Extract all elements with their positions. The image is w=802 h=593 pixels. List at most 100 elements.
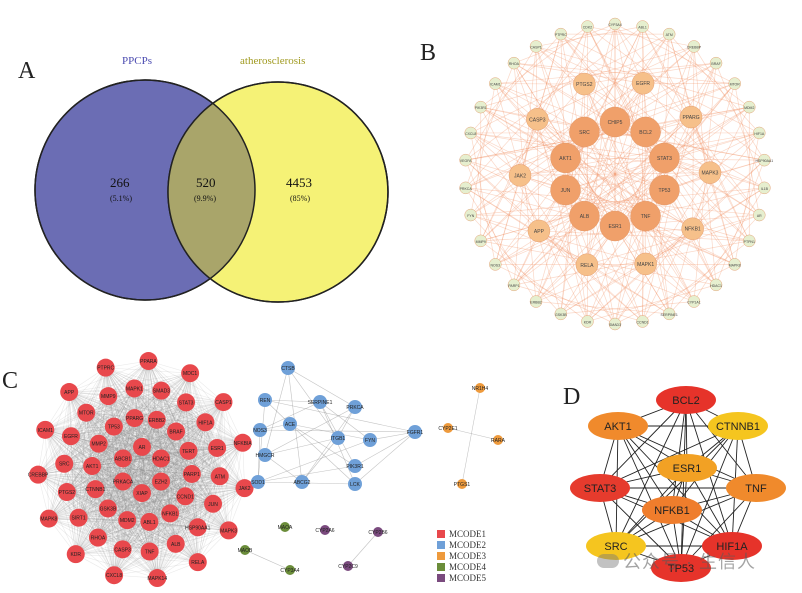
node-c-prkca bbox=[348, 400, 362, 414]
node-c-label: ICAM1 bbox=[38, 428, 54, 434]
node-b-alb bbox=[569, 200, 600, 232]
hub-node-akt1 bbox=[588, 412, 648, 440]
node-c-label: SERPINE1 bbox=[308, 400, 333, 406]
node-b-label: APP bbox=[534, 229, 545, 235]
node-c-label: PRKCA bbox=[346, 405, 364, 411]
node-c-jak2 bbox=[235, 479, 254, 498]
node-c-abcb1 bbox=[113, 449, 132, 468]
node-b-prkca bbox=[459, 181, 472, 195]
panel-label-b: B bbox=[420, 40, 437, 66]
node-c-label: ACE bbox=[285, 422, 296, 428]
node-c-abcg2 bbox=[295, 475, 309, 489]
node-c-braf bbox=[167, 422, 186, 441]
node-b-cyp3a4 bbox=[608, 17, 622, 31]
node-b-fyn bbox=[464, 208, 477, 222]
node-c-label: ABCG2 bbox=[294, 480, 311, 486]
node-b-label: STAT3 bbox=[657, 156, 672, 162]
node-b-tp53 bbox=[649, 174, 680, 206]
node-b-erbb2 bbox=[529, 295, 543, 308]
node-b-parp1 bbox=[507, 278, 521, 292]
node-c-label: PARP1 bbox=[184, 472, 200, 478]
hub-node-label: CTNNB1 bbox=[716, 421, 760, 433]
node-c-hsp90aa1 bbox=[188, 518, 207, 537]
node-c-xiap bbox=[133, 484, 151, 503]
node-b-label: PPARG bbox=[682, 115, 699, 121]
node-c-fgfr1 bbox=[408, 425, 422, 439]
node-c-label: HDAC1 bbox=[153, 456, 170, 462]
node-b-mmp9 bbox=[474, 234, 487, 248]
node-c-label: ATM bbox=[215, 474, 225, 480]
node-c-mapk14 bbox=[148, 569, 167, 588]
node-b-label: MDM2 bbox=[744, 106, 754, 110]
node-c-label: RELA bbox=[191, 560, 205, 566]
node-b-label: JUN bbox=[561, 188, 571, 194]
node-b-pik3r1 bbox=[474, 100, 487, 114]
venn-left-count: 266 bbox=[110, 175, 130, 190]
node-c-label: CTSB bbox=[281, 366, 295, 372]
node-c-ppara bbox=[139, 352, 158, 371]
node-b-smad3 bbox=[608, 317, 622, 331]
hub-node-nfkb1 bbox=[642, 496, 702, 524]
node-b-jun bbox=[550, 174, 581, 206]
node-c-gsk3b bbox=[98, 499, 117, 518]
node-b-casp3 bbox=[526, 108, 549, 131]
node-b-label: ICAM1 bbox=[490, 83, 501, 87]
node-b-hdac1 bbox=[709, 278, 723, 292]
node-b-mtor bbox=[728, 77, 741, 90]
node-c-label: SOD1 bbox=[251, 480, 265, 486]
node-c-app bbox=[60, 383, 79, 402]
node-c-atm bbox=[210, 467, 229, 486]
node-b-label: MTOR bbox=[730, 83, 741, 87]
venn-overlap-count: 520 bbox=[196, 175, 216, 190]
node-b-casp1 bbox=[529, 40, 543, 53]
node-c-cxcl8 bbox=[105, 566, 124, 585]
node-b-label: JAK2 bbox=[514, 173, 526, 179]
node-c-label: TP53 bbox=[108, 425, 120, 431]
node-c-cyp3a4 bbox=[285, 565, 295, 575]
node-b-ptgs2 bbox=[573, 72, 596, 96]
node-b-bcl2 bbox=[630, 116, 661, 148]
node-b-label: TNF bbox=[641, 214, 651, 220]
node-c-label: KDR bbox=[70, 552, 81, 558]
node-c-ar bbox=[133, 437, 151, 456]
node-c-abl1 bbox=[140, 512, 159, 531]
node-c-jun bbox=[204, 494, 223, 513]
node-c-label: PRKACA bbox=[113, 480, 134, 486]
node-b-label: NOS3 bbox=[491, 263, 501, 267]
node-b-hif1a bbox=[753, 126, 766, 140]
node-b-label: MAPK8 bbox=[729, 263, 741, 267]
node-b-cxcl8 bbox=[464, 126, 477, 140]
node-c-label: GSK3B bbox=[100, 506, 117, 512]
node-c-label: ITGB1 bbox=[331, 436, 346, 442]
node-c-label: CCND1 bbox=[177, 494, 194, 500]
node-c-label: CYP2E1 bbox=[438, 426, 457, 432]
node-c-label: FGFR1 bbox=[407, 430, 424, 436]
node-b-label: MAPK3 bbox=[702, 171, 719, 177]
node-c-label: CREBBP bbox=[28, 473, 49, 479]
node-c-ace bbox=[283, 417, 297, 431]
node-c-label: ERBB2 bbox=[149, 418, 166, 424]
node-c-tp53 bbox=[104, 417, 123, 436]
node-c-icam1 bbox=[36, 420, 55, 439]
node-b-label: EGFR bbox=[636, 81, 650, 87]
node-c-sod1 bbox=[251, 475, 265, 489]
hub-node-label: HIF1A bbox=[716, 541, 748, 553]
node-b-gsk3b bbox=[554, 307, 568, 321]
venn-overlap bbox=[168, 82, 255, 300]
node-c-label: PTGS1 bbox=[454, 482, 471, 488]
node-c-prkaca bbox=[113, 472, 132, 491]
node-c-label: PPARA bbox=[140, 359, 157, 365]
node-c-crebbp bbox=[29, 465, 48, 484]
node-b-label: CXCL8 bbox=[465, 132, 476, 136]
node-b-nfkb1 bbox=[681, 217, 704, 240]
node-c-label: TNF bbox=[145, 550, 155, 556]
node-c-label: SMAD3 bbox=[153, 389, 170, 395]
venn-left-set-label: PPCPs bbox=[122, 55, 152, 67]
node-c-label: SRC bbox=[59, 462, 70, 468]
node-c-label: CYP2C9 bbox=[338, 564, 358, 570]
node-b-ptpn1 bbox=[743, 234, 756, 248]
node-c-pparg bbox=[125, 409, 144, 428]
node-c-mapk1 bbox=[125, 379, 144, 398]
hub-node-ctnnb1 bbox=[708, 412, 768, 440]
node-b-label: KDR bbox=[584, 320, 592, 324]
